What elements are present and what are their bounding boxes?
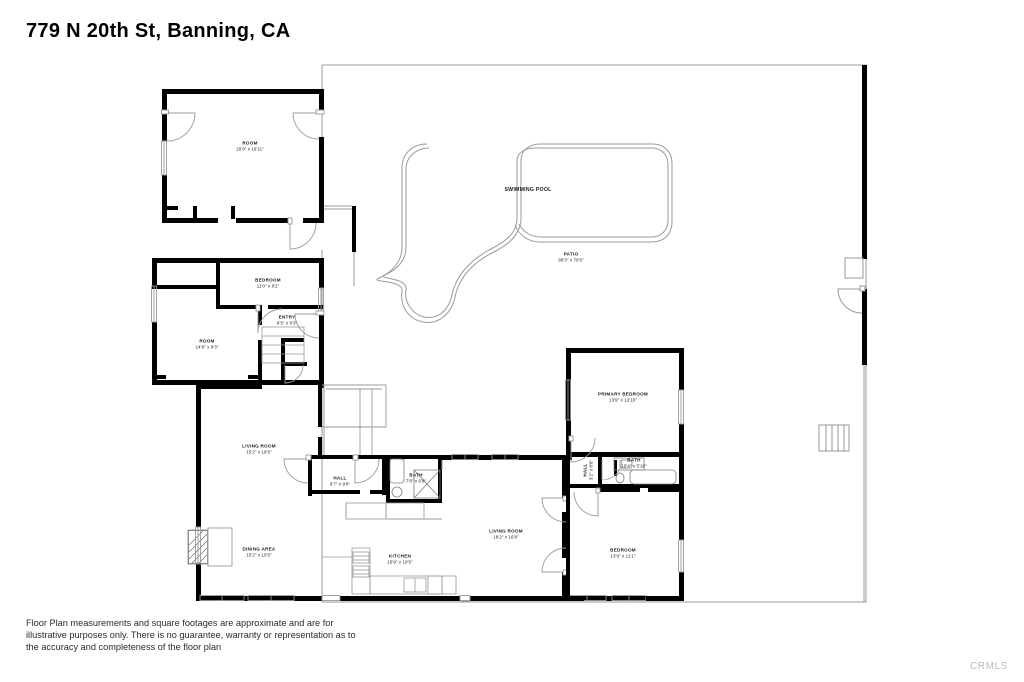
upper-room-side-wall (352, 206, 356, 252)
north-wing-walls (152, 258, 324, 388)
disclaimer-text: Floor Plan measurements and square foota… (26, 618, 356, 653)
swimming-pool-outline (376, 143, 673, 323)
upper-room-side-wall-thin (324, 205, 355, 286)
east-block-openings (451, 454, 647, 601)
kitchen-fixtures (322, 547, 457, 595)
center-bath-fixtures (345, 458, 441, 520)
page-title: 779 N 20th St, Banning, CA (26, 20, 291, 42)
upper-room-openings (161, 109, 325, 250)
north-wing-openings (151, 285, 325, 384)
exterior-right-wall (862, 65, 867, 365)
upper-room-walls (162, 89, 324, 223)
primary-bedroom-openings (565, 379, 684, 463)
west-block-walls (196, 385, 550, 601)
patio-boundary (321, 64, 867, 603)
crmls-watermark: CRMLS (969, 661, 1008, 672)
misc-thin-lines (323, 385, 470, 602)
primary-bath-fixtures (601, 457, 677, 485)
primary-bath-walls (566, 457, 684, 488)
southeast-bedroom-openings (573, 487, 684, 573)
primary-bedroom-walls (566, 348, 684, 457)
southeast-bedroom-walls (566, 488, 684, 601)
west-block-openings (187, 384, 471, 601)
east-block-walls (442, 348, 680, 601)
exterior-right-details (818, 257, 866, 602)
